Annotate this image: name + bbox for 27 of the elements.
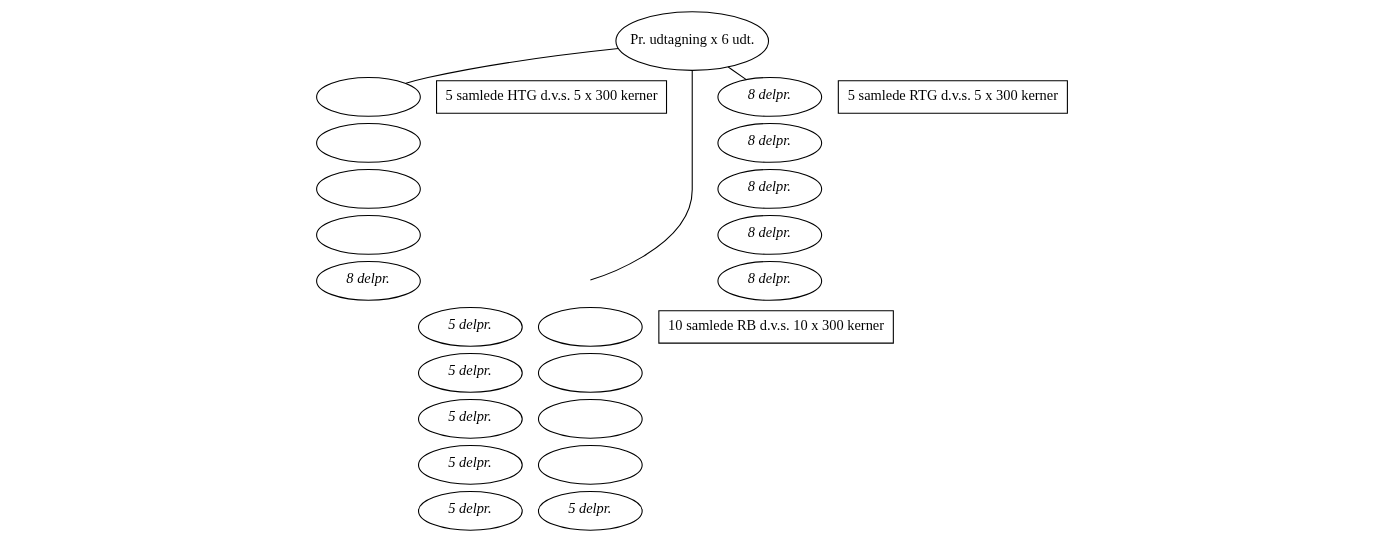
connector bbox=[727, 66, 747, 81]
node-ellipse bbox=[537, 352, 643, 393]
node-ellipse bbox=[537, 398, 643, 439]
node-ellipse: 8 delpr. bbox=[315, 261, 421, 301]
node-ellipse bbox=[315, 77, 421, 117]
connector bbox=[404, 48, 619, 84]
node-box: 5 samlede RTG d.v.s. 5 x 300 kerner bbox=[837, 80, 1068, 114]
node-ellipse bbox=[537, 444, 643, 485]
node-ellipse: 5 delpr. bbox=[417, 352, 523, 393]
node-ellipse bbox=[315, 123, 421, 163]
node-ellipse bbox=[315, 169, 421, 209]
node-ellipse: 5 delpr. bbox=[417, 398, 523, 439]
node-box: 10 samlede RB d.v.s. 10 x 300 kerner bbox=[657, 310, 894, 344]
node-ellipse: 8 delpr. bbox=[716, 169, 822, 209]
node-ellipse: 5 delpr. bbox=[417, 444, 523, 485]
node-ellipse: 8 delpr. bbox=[716, 215, 822, 255]
node-ellipse: 5 delpr. bbox=[417, 490, 523, 531]
node-ellipse bbox=[315, 215, 421, 255]
node-ellipse: 8 delpr. bbox=[716, 123, 822, 163]
node-ellipse: 8 delpr. bbox=[716, 77, 822, 117]
node-box: 5 samlede HTG d.v.s. 5 x 300 kerner bbox=[435, 80, 667, 114]
node-ellipse: 5 delpr. bbox=[417, 306, 523, 347]
connector bbox=[589, 69, 693, 281]
node-ellipse: 5 delpr. bbox=[537, 490, 643, 531]
node-ellipse: 8 delpr. bbox=[716, 261, 822, 301]
node-ellipse bbox=[537, 306, 643, 347]
node-ellipse: Pr. udtagning x 6 udt. bbox=[614, 11, 769, 71]
